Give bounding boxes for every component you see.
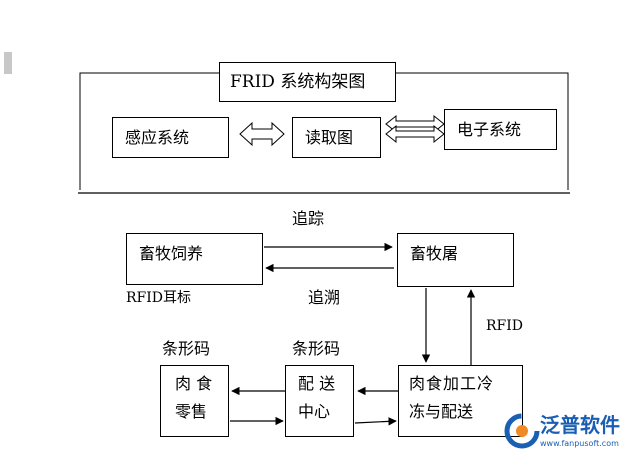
label-track: 追踪 — [292, 209, 325, 228]
node-feeding-label: 畜牧饲养 — [139, 244, 204, 263]
label-trace: 追溯 — [308, 288, 341, 307]
diagram-title-box: FRID 系统构架图 — [219, 62, 396, 102]
brand-url: www.fanpusoft.com — [540, 439, 619, 448]
node-distribution-center: 配 送 中心 — [285, 365, 354, 437]
brand-watermark: 泛普软件 www.fanpusoft.com — [504, 413, 634, 453]
node-electronic-label: 电子系统 — [457, 120, 522, 139]
label-rfid-eartag: RFID耳标 — [126, 290, 192, 306]
brand-logo-icon — [504, 413, 540, 449]
node-livestock-slaughter: 畜牧屠 — [397, 233, 514, 287]
node-retail-label-line2: 零售 — [175, 402, 208, 421]
node-sense-label: 感应系统 — [125, 128, 190, 147]
node-electronic-system: 电子系统 — [444, 109, 557, 150]
node-livestock-feeding: 畜牧饲养 — [126, 233, 263, 285]
node-processing-label-line2: 冻与配送 — [409, 402, 474, 421]
diagram-title: FRID 系统构架图 — [230, 72, 366, 92]
node-processing-label-line1: 肉食加工冷 — [409, 374, 495, 393]
double-arrow-read-electronic — [385, 114, 445, 144]
label-barcode-retail: 条形码 — [162, 339, 211, 358]
node-distribution-label-line1: 配 送 — [298, 374, 336, 393]
node-slaughter-label: 畜牧屠 — [410, 244, 459, 263]
label-rfid: RFID — [486, 318, 524, 334]
node-distribution-label-line2: 中心 — [298, 402, 331, 421]
double-arrow-sense-read — [239, 121, 285, 147]
node-retail-label-line1: 肉 食 — [175, 374, 213, 393]
node-meat-retail: 肉 食 零售 — [160, 365, 229, 437]
node-meat-processing: 肉食加工冷 冻与配送 — [398, 365, 523, 437]
node-read-label: 读取图 — [305, 128, 354, 147]
side-bar — [4, 52, 12, 74]
label-barcode-distribution: 条形码 — [292, 339, 341, 358]
node-sense-system: 感应系统 — [112, 117, 229, 158]
brand-name: 泛普软件 — [540, 413, 620, 437]
node-read: 读取图 — [292, 117, 381, 158]
